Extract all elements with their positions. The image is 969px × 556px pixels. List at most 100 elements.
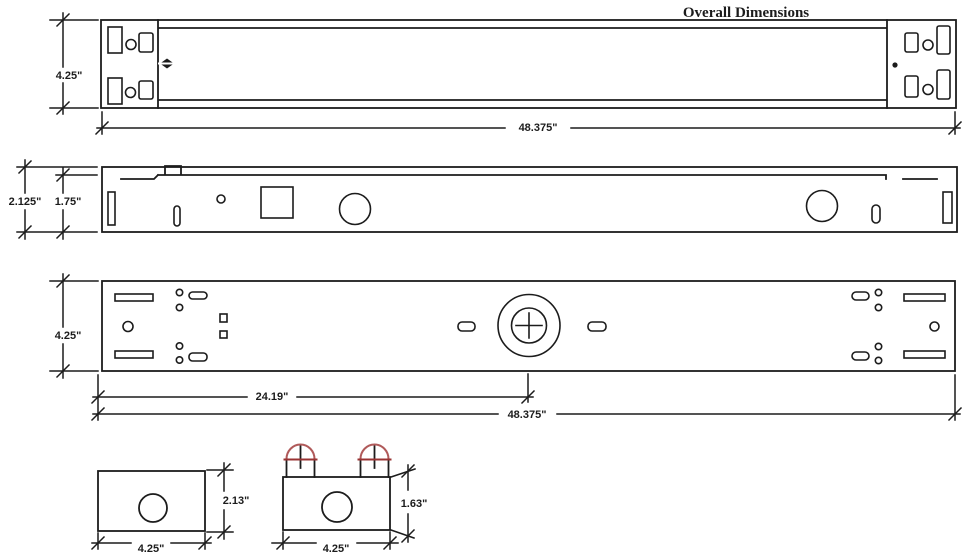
- side-view-dimension-lines: [16, 159, 98, 240]
- end-view-outline: [282, 476, 391, 531]
- knockout-rect: [107, 26, 123, 54]
- small-hole: [175, 341, 184, 350]
- small-hole: [175, 303, 184, 312]
- bottom-view-right-cluster: [851, 288, 946, 365]
- knockout-hole: [922, 39, 934, 51]
- small-hole: [216, 194, 226, 204]
- dim-end-right-width: 4.25": [323, 543, 350, 555]
- bottom-view-outline: [101, 280, 956, 372]
- dimension-ticks: [55, 12, 963, 136]
- top-view: [49, 12, 963, 136]
- dimension-lines: [49, 273, 961, 421]
- round-knockout: [338, 192, 372, 226]
- dim-side-body: 1.75": [55, 196, 82, 208]
- end-view-plain: [90, 462, 234, 551]
- dimension-lines: [16, 159, 98, 240]
- top-view-outline: [100, 19, 957, 109]
- right-end-plate: [892, 25, 951, 100]
- small-hole: [874, 303, 883, 312]
- dim-end-left-width: 4.25": [138, 543, 165, 555]
- dim-bottom-center: 24.19": [256, 391, 289, 403]
- small-hole: [874, 288, 883, 297]
- long-slot: [903, 350, 946, 359]
- small-hole: [874, 356, 883, 365]
- lamp-dome: [285, 443, 316, 461]
- mounting-slot: [107, 191, 116, 226]
- knockout-rect: [904, 75, 919, 98]
- lampholder-left: [283, 443, 318, 478]
- dimension-lines: [91, 462, 234, 550]
- drawing-title: Overall Dimensions: [683, 5, 809, 21]
- long-slot: [114, 293, 154, 302]
- oval-slot: [173, 205, 181, 227]
- end-view-lampholders: [271, 443, 416, 551]
- bottom-view-left-cluster: [114, 288, 228, 364]
- square-opening: [260, 186, 294, 219]
- lampholder-body-lines: [285, 445, 316, 478]
- knockout-rect: [936, 69, 951, 100]
- end-view-outline: [97, 470, 206, 532]
- dim-top-length: 48.375": [519, 122, 558, 134]
- long-slot: [114, 350, 154, 359]
- round-hole: [122, 320, 134, 333]
- round-hole: [929, 321, 940, 332]
- tiny-square: [219, 313, 228, 323]
- oval-slot: [851, 351, 870, 361]
- left-end-plate: [107, 26, 154, 105]
- oval-slot: [871, 204, 881, 224]
- wiring-hole: [138, 493, 168, 523]
- dimension-ticks: [90, 462, 232, 551]
- dimension-ticks: [275, 463, 416, 551]
- knockout-outer-circle: [497, 293, 561, 358]
- labels: Overall Dimensions 4.25" 48.375" 2.125" …: [9, 5, 810, 555]
- oval-slot: [851, 291, 870, 301]
- long-slot: [903, 293, 946, 302]
- lampholder-body-lines: [359, 445, 390, 478]
- side-view-holes: [107, 186, 953, 227]
- end-view-lampholders-dimension-lines: [271, 463, 416, 551]
- oval-slot: [188, 291, 208, 300]
- dim-side-overall: 2.125": [9, 196, 42, 208]
- knockout-inner-circle: [510, 307, 548, 344]
- latch-icon: [158, 58, 176, 69]
- oval-slot: [587, 321, 607, 332]
- knockout-hole: [125, 38, 137, 51]
- knockout-rect: [138, 32, 154, 53]
- lampholder-right: [357, 443, 392, 478]
- side-view-outline: [101, 166, 958, 233]
- dimension-ticks: [17, 159, 71, 240]
- knockout-hole: [124, 86, 137, 99]
- oval-slot: [188, 352, 208, 362]
- bottom-view-dimension-lines: [49, 273, 963, 422]
- dim-end-right-height: 1.63": [401, 498, 428, 510]
- wiring-hole: [321, 491, 353, 523]
- lamp-dome: [359, 443, 390, 461]
- knockout-rect: [936, 25, 951, 55]
- side-view-lip-and-tab: [120, 165, 938, 180]
- small-hole: [874, 342, 883, 351]
- pilot-dot: [892, 62, 898, 68]
- dim-bottom-length: 48.375": [508, 409, 547, 421]
- top-view-dimension-lines: [49, 12, 963, 136]
- dimension-lines: [271, 464, 416, 550]
- knockout-rect: [904, 32, 919, 53]
- knockout-rect: [138, 80, 154, 100]
- dimension-lines: [49, 12, 961, 135]
- drawing-lines: [16, 12, 963, 551]
- end-view-plain-dimension-lines: [90, 462, 234, 551]
- dimension-ticks: [55, 273, 963, 422]
- knockout-hole: [922, 83, 934, 96]
- oval-slot: [457, 321, 476, 332]
- knockout-rect: [107, 77, 123, 105]
- tiny-square: [219, 330, 228, 339]
- bottom-view: [49, 273, 963, 422]
- dim-top-height: 4.25": [56, 70, 83, 82]
- crosshair: [515, 312, 543, 339]
- top-view-body-edges: [157, 19, 888, 109]
- side-view: [16, 159, 958, 240]
- mounting-slot: [942, 191, 953, 224]
- dim-end-left-height: 2.13": [223, 495, 250, 507]
- dim-bottom-height: 4.25": [55, 330, 82, 342]
